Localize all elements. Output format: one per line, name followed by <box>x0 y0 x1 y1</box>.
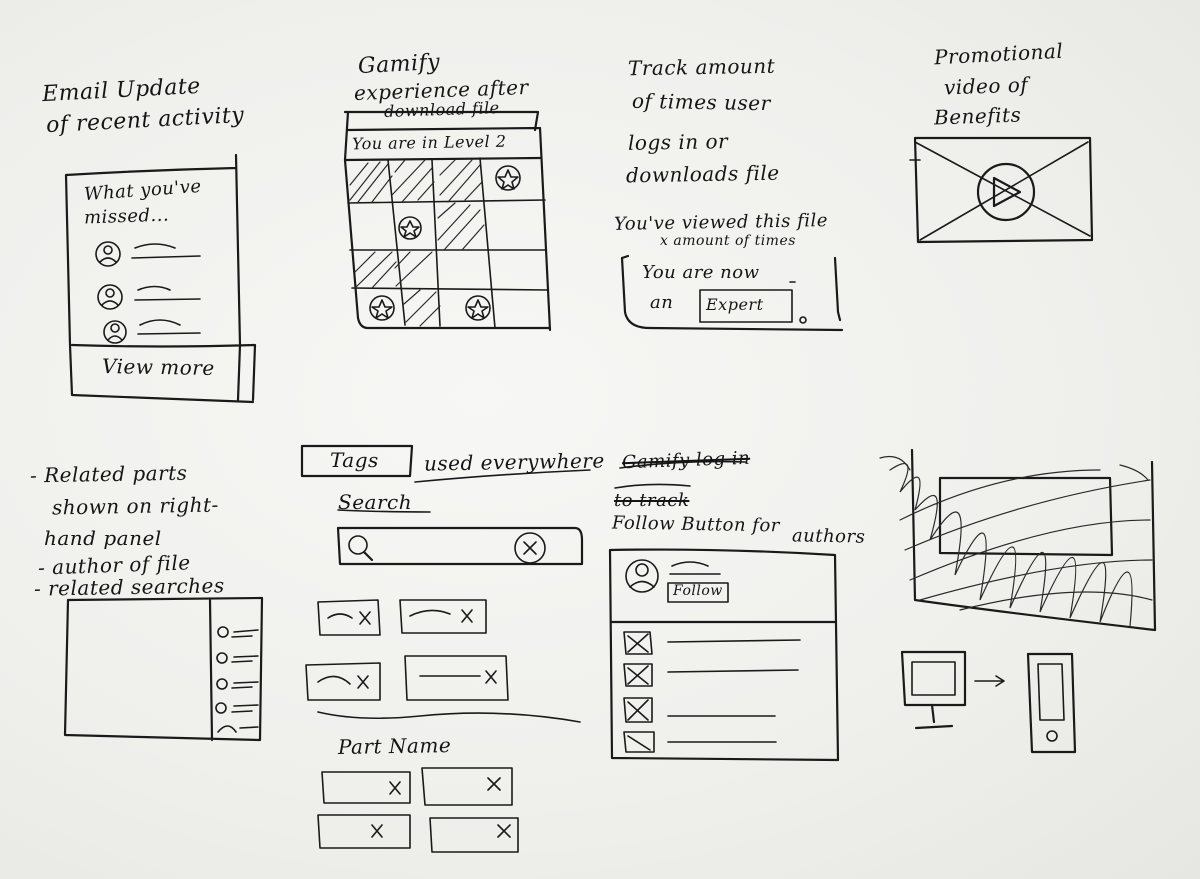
tags-search-sketch <box>300 444 591 853</box>
follow-panel-sketch <box>608 460 840 762</box>
responsive-sketch <box>879 448 1157 754</box>
struck-line2: to track <box>614 490 690 511</box>
part-name-label: Part Name <box>337 733 452 759</box>
gamify-grid-sketch <box>343 110 552 332</box>
viewed-line1: You've viewed this file <box>613 210 829 235</box>
expert-box-line1: You are now <box>642 262 760 283</box>
related-panel-sketch <box>63 596 264 742</box>
follow-caption-line1: Follow Button for <box>611 512 781 537</box>
gamify-title-line3: download file <box>383 97 500 122</box>
expert-box-sketch <box>620 254 844 332</box>
view-more-button[interactable]: View more <box>101 354 215 380</box>
level-text: You are in Level 2 <box>351 131 507 154</box>
tags-chip[interactable]: Tags <box>330 448 379 472</box>
struck-line1: Gamify log in <box>621 447 751 474</box>
star-badge-icon <box>465 295 491 321</box>
tags-caption: used everywhere <box>423 448 605 476</box>
star-badge-icon <box>495 165 521 191</box>
checkbox-icon <box>623 731 655 753</box>
search-label: Search <box>338 490 413 514</box>
play-icon <box>976 162 1036 222</box>
follow-caption-line2: authors <box>791 525 866 548</box>
search-icon <box>348 535 374 562</box>
checkbox-icon <box>623 631 653 655</box>
avatar-icon <box>95 241 121 267</box>
arrow-right-icon <box>974 675 1005 687</box>
video-placeholder-sketch <box>909 136 1094 244</box>
related-line5: - related searches <box>33 573 225 601</box>
gamify-title-line1: Gamify <box>357 49 441 80</box>
related-line1: - Related parts <box>29 460 188 488</box>
checkbox-icon <box>623 663 653 687</box>
expert-box-line2: an <box>650 292 674 313</box>
related-line3: hand panel <box>44 526 162 550</box>
follow-button[interactable]: Follow <box>673 583 723 599</box>
avatar-icon <box>625 559 659 593</box>
track-line4: downloads file <box>625 160 780 188</box>
email-heading-line2: missed... <box>83 204 170 229</box>
star-badge-icon <box>398 216 422 240</box>
desktop-monitor-icon <box>900 650 967 730</box>
close-icon <box>514 532 546 564</box>
star-badge-icon <box>369 295 395 321</box>
track-line3: logs in or <box>627 129 729 155</box>
avatar-icon <box>97 284 123 310</box>
mobile-phone-icon <box>1026 652 1077 754</box>
promo-line2: video of <box>943 72 1029 100</box>
related-line2: shown on right- <box>51 492 219 520</box>
checkbox-icon <box>623 697 653 723</box>
viewed-line2: x amount of times <box>660 233 796 249</box>
avatar-icon <box>103 320 127 344</box>
track-line2: of times user <box>631 88 771 116</box>
email-panel-sketch <box>64 153 257 404</box>
expert-badge: Expert <box>706 295 764 314</box>
promo-line3: Benefits <box>933 102 1022 130</box>
track-line1: Track amount <box>627 53 776 81</box>
